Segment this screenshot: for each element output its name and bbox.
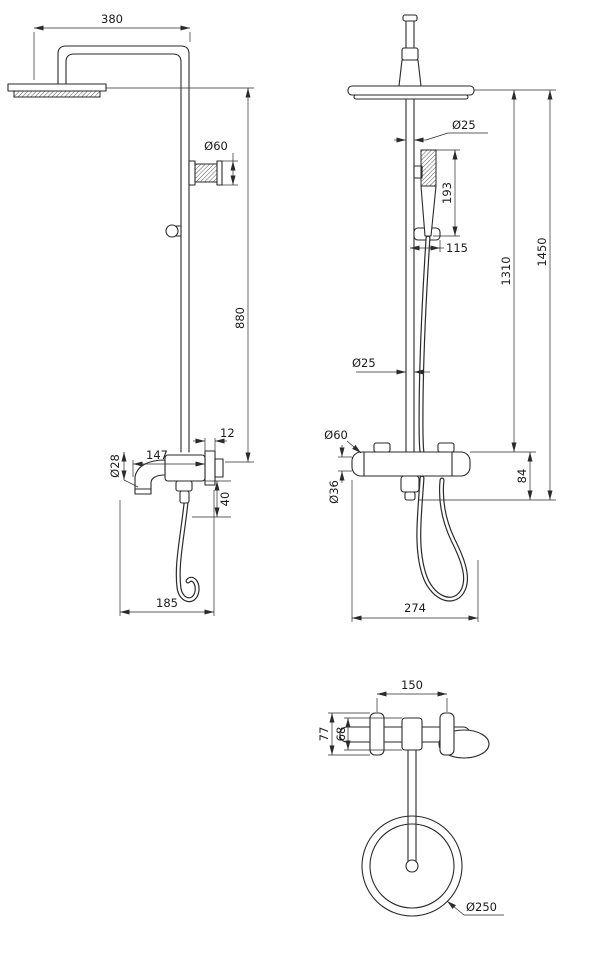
dim-body-depth: 77 <box>317 727 331 742</box>
wall-flange <box>204 450 216 486</box>
hand-shower-head <box>420 149 437 187</box>
dim-body-diameter: Ø60 <box>324 428 348 442</box>
dim-hand-shower-length: 193 <box>440 182 454 204</box>
wall-inlet-stub <box>214 458 224 478</box>
dim-flange-depth: 12 <box>220 426 235 440</box>
hand-shower-holder-side <box>165 224 182 238</box>
mixer-lower-block <box>175 480 193 492</box>
mixer-body-side <box>164 454 206 482</box>
leader-line <box>446 900 465 916</box>
dim-overall-height: 1450 <box>535 237 549 266</box>
dim-connector-diameter: Ø36 <box>327 480 341 504</box>
left-handle-top <box>373 442 391 453</box>
mixer-top <box>339 712 490 759</box>
dim-inlet-diameter: Ø28 <box>108 454 122 478</box>
dim-spout-reach: 147 <box>146 448 168 462</box>
hand-shower-front <box>413 149 441 241</box>
dim-pipe-top-diameter: Ø25 <box>452 118 476 132</box>
dim-handle-spacing: 150 <box>401 678 423 692</box>
rain-head-body-front <box>347 85 475 96</box>
dim-overall-reach: 185 <box>156 596 178 610</box>
pipe-section-circle <box>405 859 419 873</box>
hose-upper-core <box>419 236 430 454</box>
diverter-flange <box>188 160 196 186</box>
dim-column-length: 1310 <box>499 256 513 285</box>
arm-elbow-front <box>401 47 419 61</box>
pipe-top-cap <box>402 14 418 22</box>
holder-knob <box>165 224 179 238</box>
dim-spout-depth: 68 <box>334 727 348 742</box>
diverter-cap <box>216 160 223 186</box>
leader-line <box>346 440 362 454</box>
right-handle-top-view <box>439 712 455 756</box>
rain-head-face-front <box>353 94 469 100</box>
riser-outer-line <box>57 45 190 453</box>
leader-line <box>425 132 449 141</box>
rain-head-body <box>7 83 107 92</box>
head-hub-cone <box>398 59 422 87</box>
riser-inner-line <box>65 53 182 453</box>
dim-arm-reach: 380 <box>101 12 123 26</box>
right-handle-top <box>437 442 455 453</box>
dim-bracket-offset: 115 <box>446 241 468 255</box>
dim-spout-drop: 40 <box>218 492 232 507</box>
side-dimensions: 380 Ø60 880 12 147 Ø28 <box>33 12 254 616</box>
dim-head-diameter: Ø250 <box>466 900 497 914</box>
shower-hose-front <box>416 235 469 602</box>
hose-outlet-side <box>179 490 190 504</box>
head-outer-circle <box>361 815 463 917</box>
rain-head-side <box>7 83 107 98</box>
head-inner-circle <box>369 823 455 909</box>
mixer-front <box>351 442 471 501</box>
dim-outlet-drop: 84 <box>515 469 529 484</box>
dim-column-height: 880 <box>233 307 247 329</box>
dim-overall-width: 274 <box>404 601 426 615</box>
front-view: Ø25 193 115 1310 1450 84 <box>324 14 556 622</box>
shower-hose-side <box>175 500 200 603</box>
center-connection-top <box>401 717 423 751</box>
side-view: 380 Ø60 880 12 147 Ø28 <box>7 12 254 616</box>
diverter-knob-side <box>188 160 223 186</box>
top-dimensions: 150 77 68 Ø250 <box>317 678 504 916</box>
spout-outlet-front <box>400 475 420 493</box>
rain-head-top <box>361 749 463 917</box>
rain-head-spray-face <box>13 90 101 98</box>
hose-core <box>176 501 199 601</box>
front-dimensions: Ø25 193 115 1310 1450 84 <box>324 89 556 622</box>
diverter-grip <box>194 163 218 183</box>
hose-loop-core <box>417 476 467 601</box>
hand-shower-wand <box>420 185 437 237</box>
dim-pipe-diameter: Ø25 <box>352 356 376 370</box>
top-view: 150 77 68 Ø250 <box>317 678 504 917</box>
leader-line <box>123 479 139 488</box>
shower-arm-and-riser <box>57 45 190 453</box>
rain-head-front <box>347 85 475 100</box>
dim-diverter-diameter: Ø60 <box>204 139 228 153</box>
spout-tip-front <box>404 491 416 501</box>
left-handle-top-view <box>369 712 385 756</box>
